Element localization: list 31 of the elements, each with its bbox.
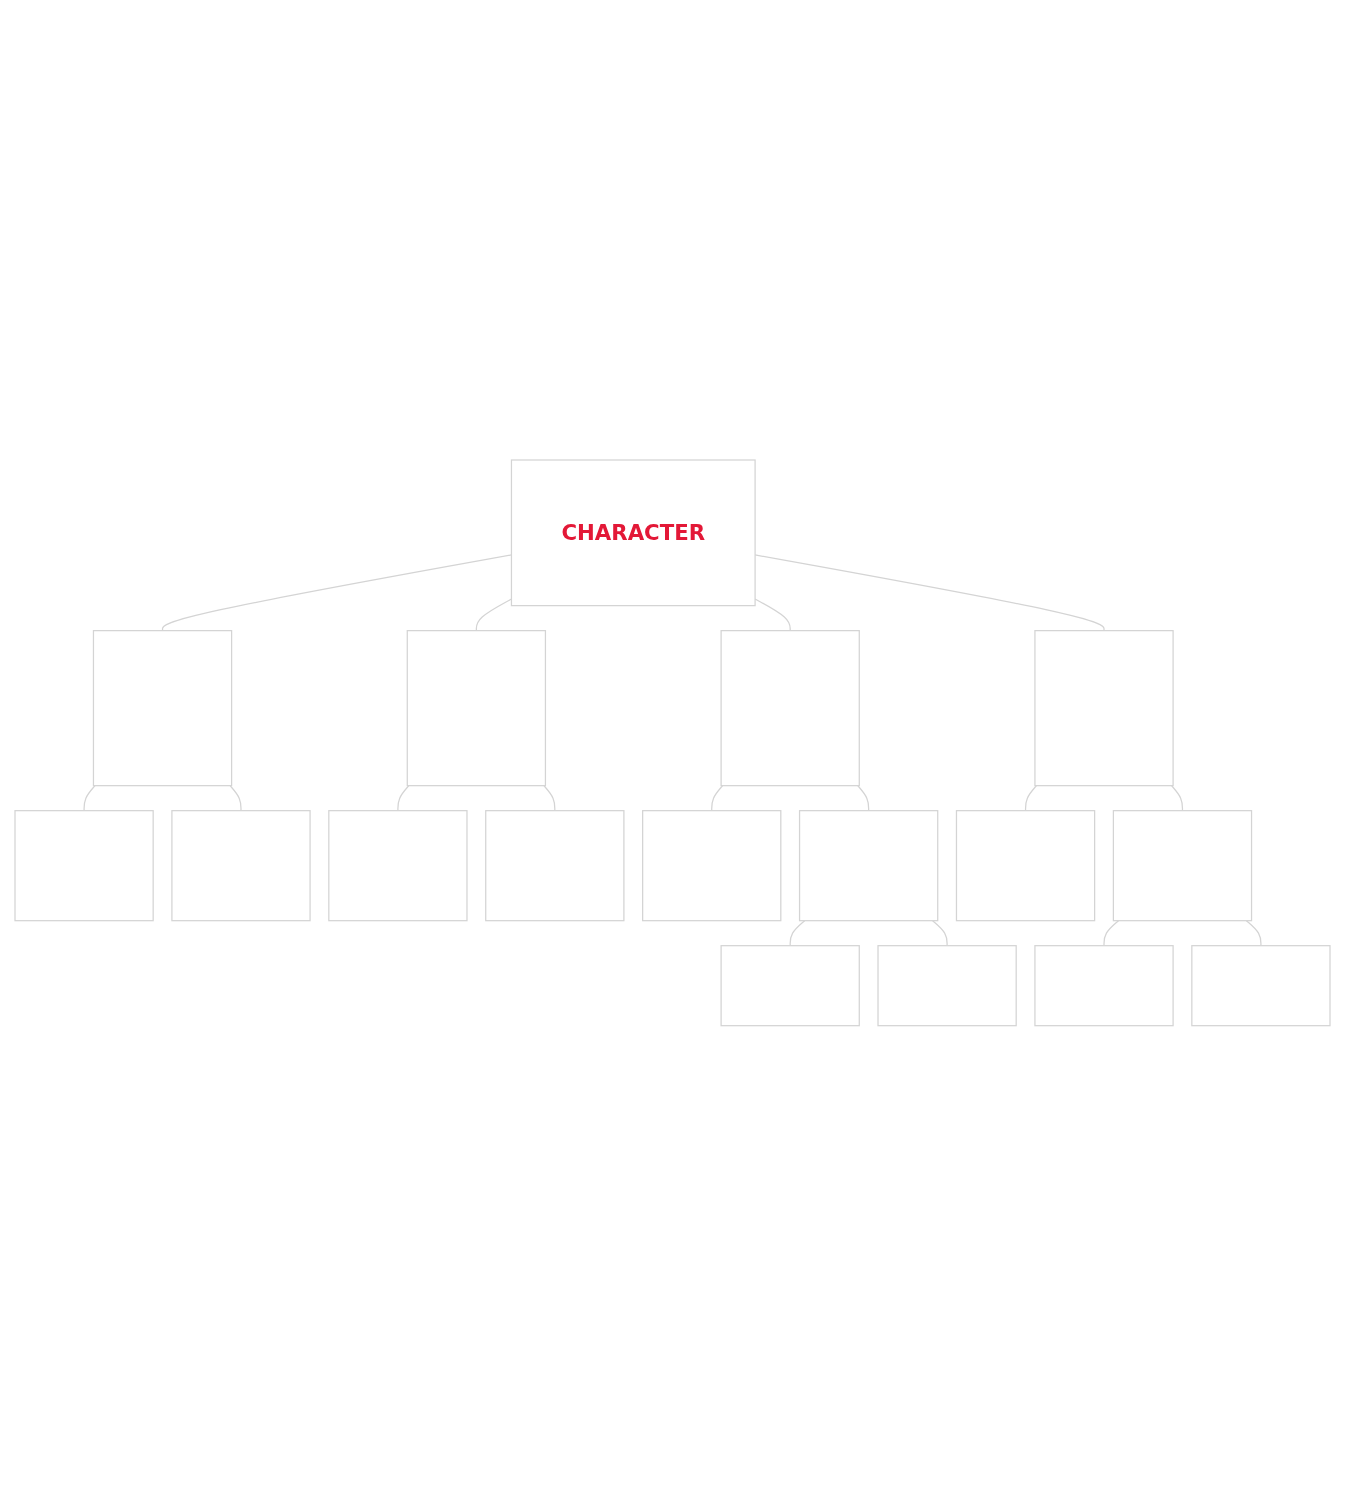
connector — [1170, 784, 1184, 811]
connector — [1103, 919, 1120, 946]
node-box — [720, 944, 860, 1026]
node-box — [328, 809, 468, 921]
connector — [83, 784, 96, 811]
node-box — [642, 809, 782, 921]
connector — [1024, 784, 1038, 811]
connector — [475, 598, 513, 631]
connector — [711, 784, 724, 811]
node-box — [1034, 944, 1174, 1026]
connector — [931, 919, 948, 946]
node-box — [955, 809, 1096, 921]
node-box — [798, 809, 939, 921]
connector — [789, 919, 806, 946]
node-box — [1034, 629, 1174, 786]
node-box — [14, 809, 154, 921]
connector — [229, 784, 242, 811]
node-box — [406, 629, 547, 786]
connector — [161, 553, 513, 631]
connector — [857, 784, 870, 811]
node-box — [171, 809, 311, 921]
node-box — [92, 629, 233, 786]
node-box — [1112, 809, 1253, 921]
node-box — [1191, 944, 1331, 1026]
connector — [1245, 919, 1262, 946]
node-box — [720, 629, 860, 786]
connector — [397, 784, 410, 811]
node-box — [485, 809, 625, 921]
node-box — [877, 944, 1017, 1026]
connector — [543, 784, 556, 811]
node-box: CHARACTER — [510, 459, 756, 606]
